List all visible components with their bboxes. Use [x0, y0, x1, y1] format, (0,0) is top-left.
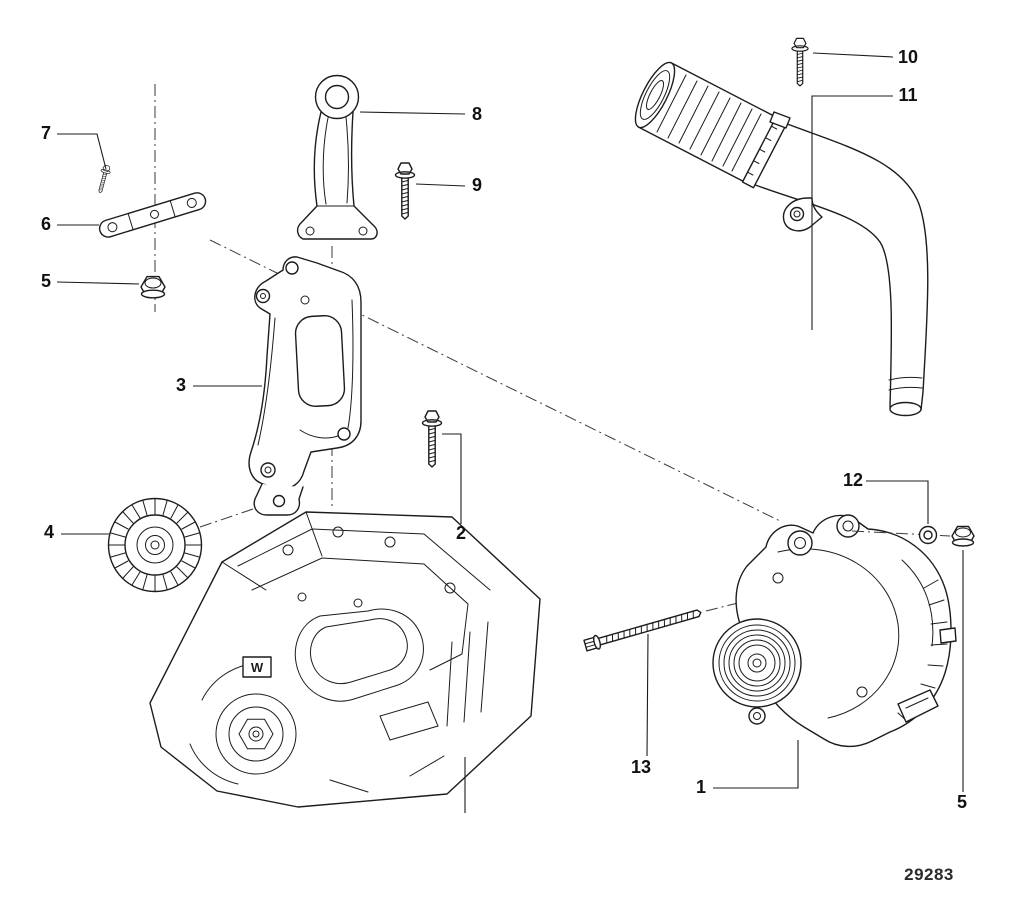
- leader-7: [57, 133, 107, 170]
- bolt-2: [421, 410, 443, 468]
- engine-casting-mark: W: [251, 660, 264, 675]
- alternator-ear-top: [836, 514, 860, 538]
- engine-block: W: [149, 511, 541, 808]
- hose-elbow: [749, 121, 929, 411]
- leader-lines: [56, 52, 964, 813]
- centerline-main-diagonal: [209, 239, 783, 523]
- callout-4: 4: [44, 522, 54, 542]
- callout-5-left: 5: [41, 271, 51, 291]
- callout-1: 1: [696, 777, 706, 797]
- callout-13: 13: [631, 757, 651, 777]
- hose-clamp: [741, 111, 791, 189]
- callout-10: 10: [898, 47, 918, 67]
- long-bolt: [583, 609, 702, 652]
- callout-3: 3: [176, 375, 186, 395]
- lifting-eye-hole: [324, 84, 350, 110]
- leader-12: [866, 480, 929, 524]
- casting-mark-box: [242, 656, 272, 678]
- silencer-louvers: [656, 74, 762, 172]
- leader-13: [646, 633, 649, 757]
- centerline-pulley-axis: [199, 505, 263, 528]
- crankshaft-hex-nut: [238, 718, 274, 750]
- leader-2: [442, 433, 462, 524]
- alternator-ear-left: [787, 530, 813, 556]
- lifting-bracket: [296, 74, 378, 240]
- callout-8: 8: [472, 104, 482, 124]
- callout-9: 9: [472, 175, 482, 195]
- callout-12: 12: [843, 470, 863, 490]
- idler-pulley: [107, 497, 203, 593]
- air-silencer-hose-assembly: [634, 61, 929, 417]
- centerline-washer-nut: [851, 530, 951, 537]
- callout-11: 11: [898, 85, 917, 105]
- callout-2: 2: [456, 523, 466, 543]
- mounting-bracket: [248, 256, 362, 516]
- leader-9: [415, 183, 466, 187]
- alternator-terminal: [939, 627, 957, 644]
- leader-5-left: [56, 281, 140, 285]
- leader-8: [359, 111, 466, 115]
- leader-10: [812, 52, 894, 58]
- callout-6: 6: [41, 214, 51, 234]
- alternator: [712, 514, 957, 748]
- callout-labels: 7 6 5 8 9 3 4 2 10 11 12 5 1 13: [41, 47, 967, 812]
- screw: [94, 164, 113, 195]
- leader-11: [811, 95, 893, 330]
- hose-open-end: [889, 401, 922, 417]
- flange-nut-left: [140, 275, 166, 299]
- bolt-9: [394, 162, 416, 220]
- callout-5-right: 5: [957, 792, 967, 812]
- bolt-10: [791, 37, 809, 87]
- alternator-pulley: [712, 618, 802, 708]
- leader-1: [713, 740, 799, 789]
- callout-7: 7: [41, 123, 51, 143]
- flange-nut-right: [951, 525, 975, 547]
- drawing-number: 29283: [904, 865, 954, 884]
- bracket-window: [294, 315, 346, 407]
- strap-bracket: [98, 192, 207, 238]
- washer: [918, 525, 938, 545]
